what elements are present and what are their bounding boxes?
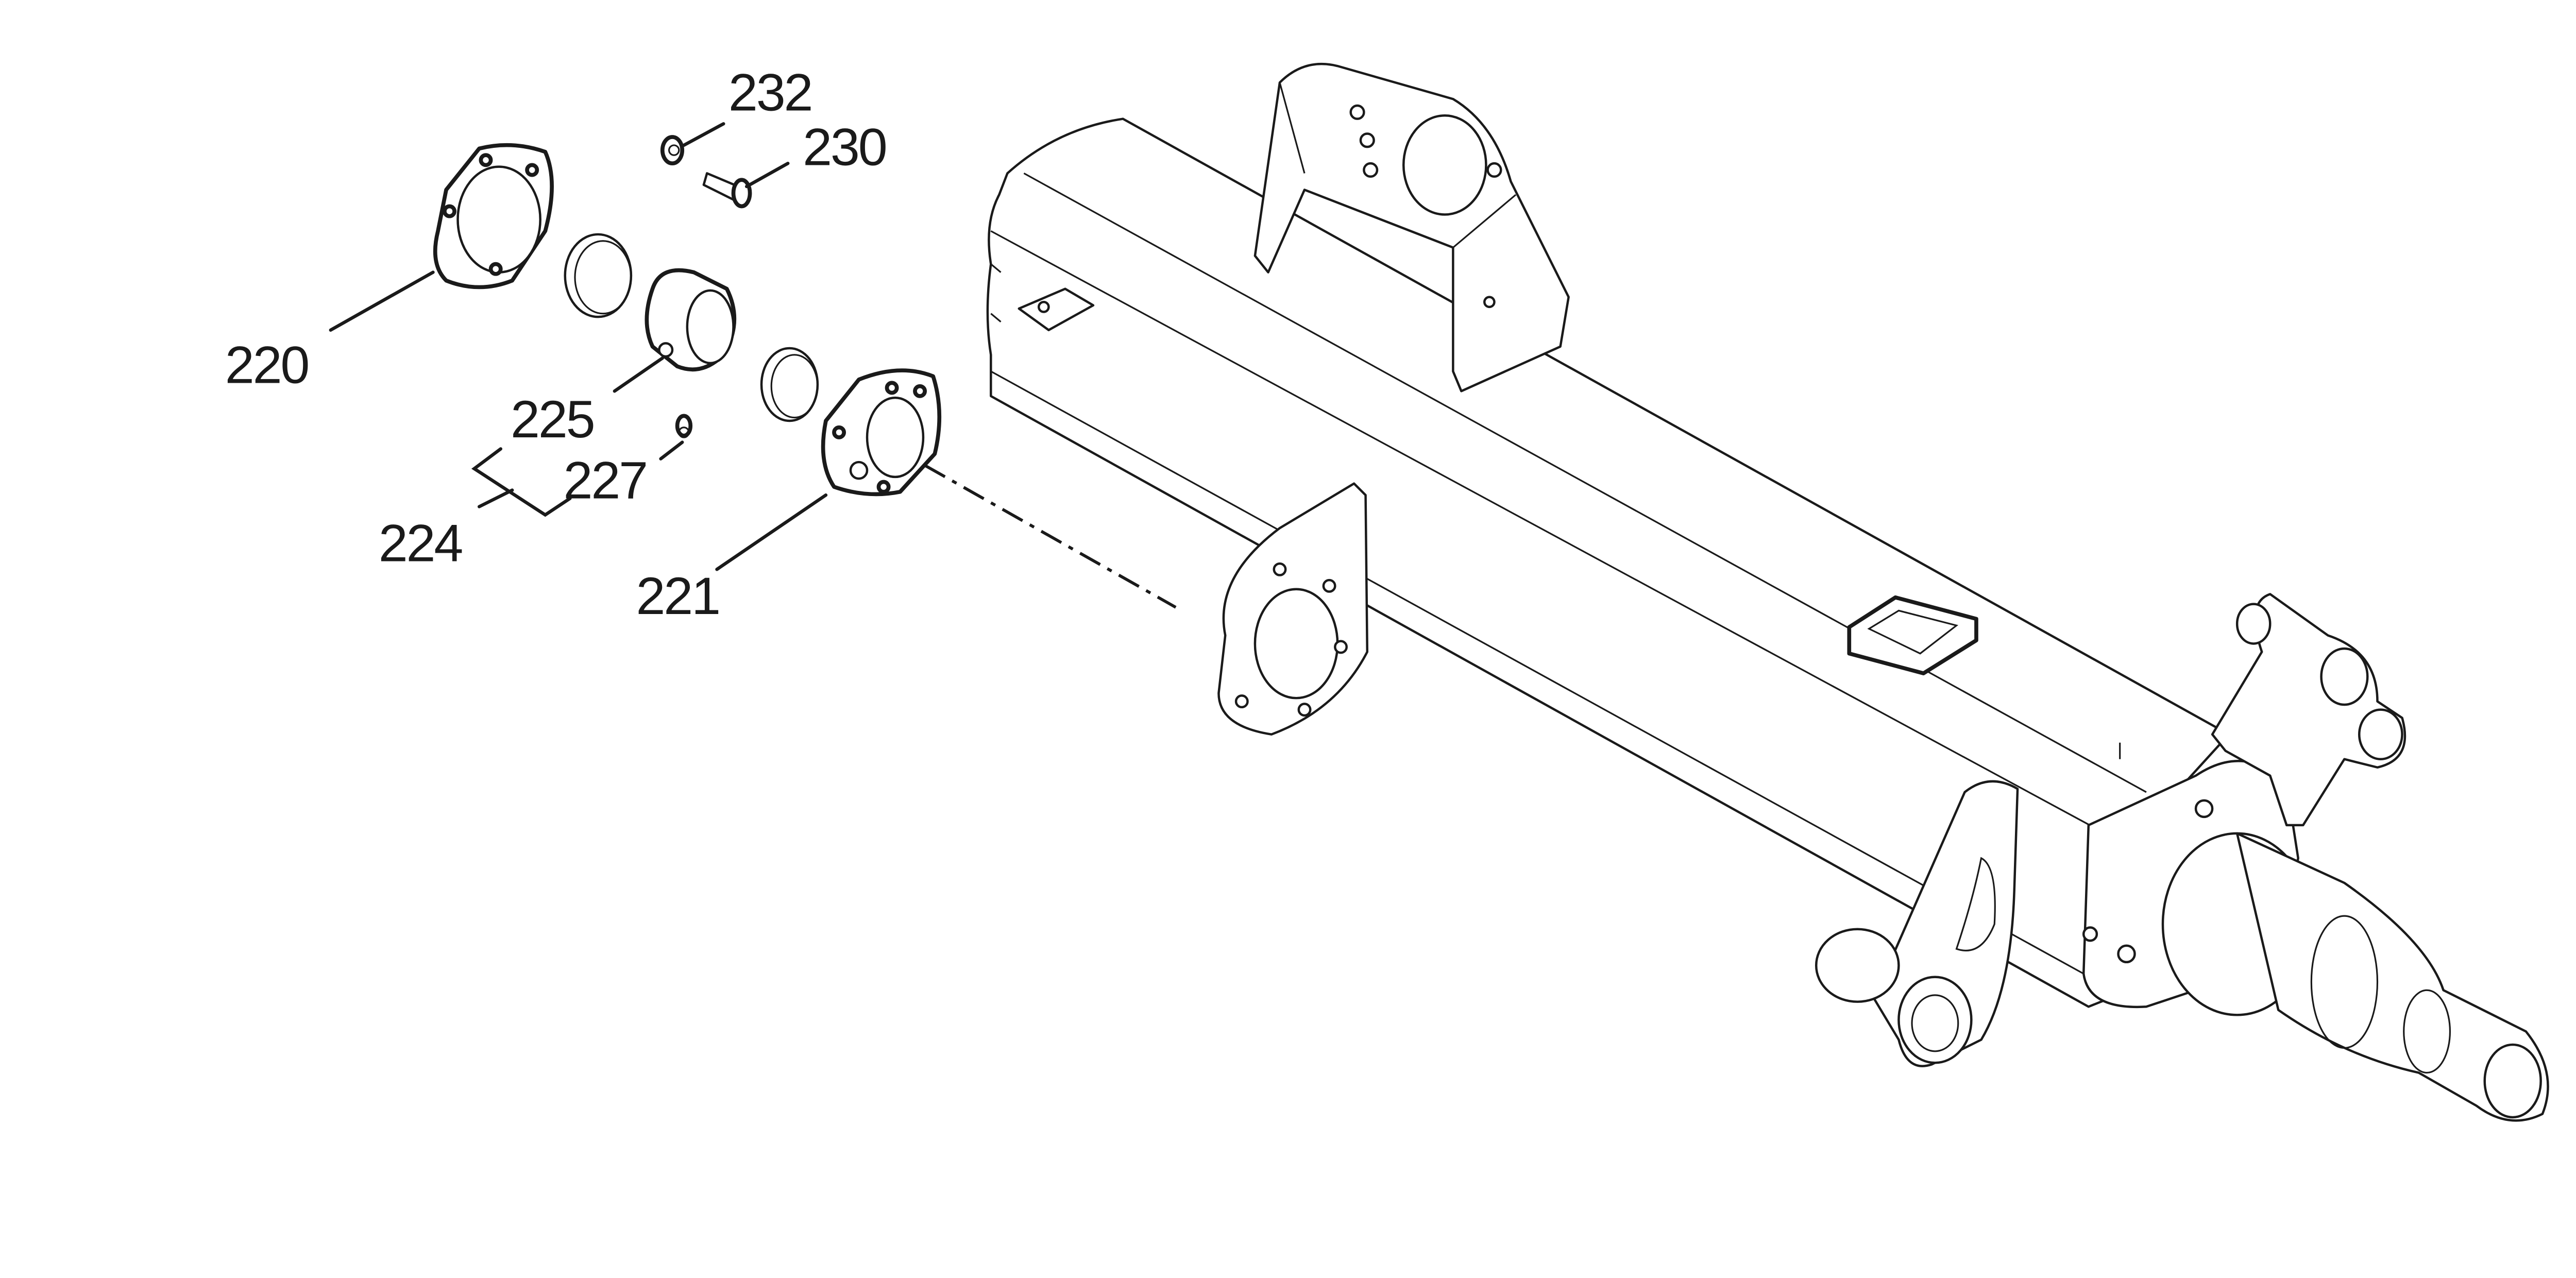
part-227-screw xyxy=(675,414,693,438)
part-221-flange xyxy=(821,368,942,497)
callout-230: 230 xyxy=(803,117,886,176)
callout-227: 227 xyxy=(564,451,647,510)
axle-beam xyxy=(986,117,2230,1008)
part-ring-left xyxy=(564,233,633,318)
steering-knuckle xyxy=(2082,742,2549,1122)
callout-220: 220 xyxy=(225,335,309,394)
steering-arm xyxy=(2211,593,2406,827)
leader-lines xyxy=(329,122,1177,609)
part-232-nut xyxy=(660,135,685,166)
part-ring-right xyxy=(760,347,819,422)
square-boss xyxy=(1847,595,1978,675)
top-mounting-bracket xyxy=(1253,62,1570,393)
lever-arm xyxy=(1815,780,2019,1067)
part-225-collar xyxy=(645,268,737,372)
callout-224: 224 xyxy=(379,513,463,572)
small-plate xyxy=(1018,287,1095,331)
callout-221: 221 xyxy=(636,566,719,625)
callout-225: 225 xyxy=(511,389,594,449)
callout-232: 232 xyxy=(728,63,811,122)
brake-mounting-plate xyxy=(1217,482,1369,736)
part-220-flange xyxy=(433,143,554,289)
axle-exploded-diagram: 232 230 220 225 227 224 221 xyxy=(225,62,2549,1122)
part-230-bolt xyxy=(702,172,752,209)
